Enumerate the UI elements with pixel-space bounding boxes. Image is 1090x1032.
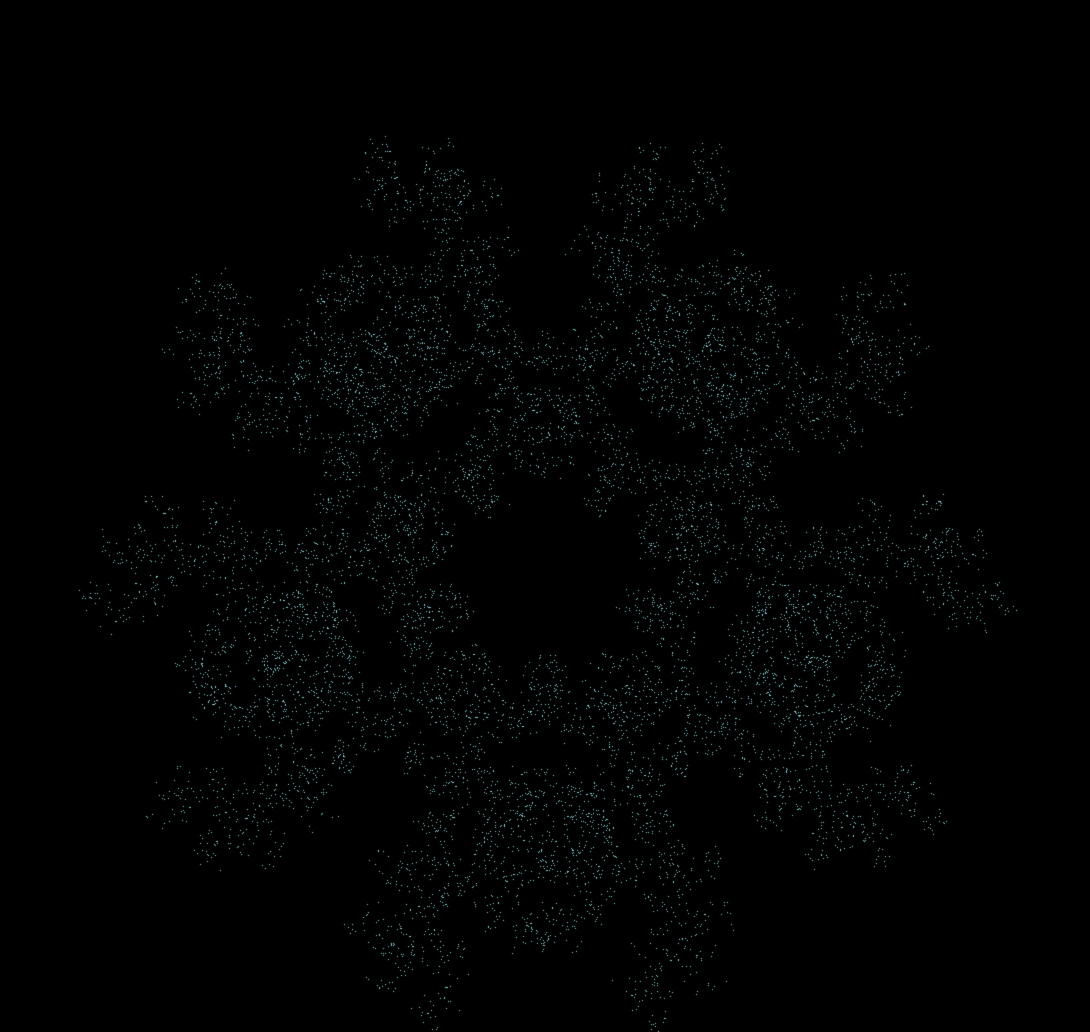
pentagon-fractal-canvas (0, 0, 1090, 1032)
fractal-image (0, 0, 1090, 1032)
